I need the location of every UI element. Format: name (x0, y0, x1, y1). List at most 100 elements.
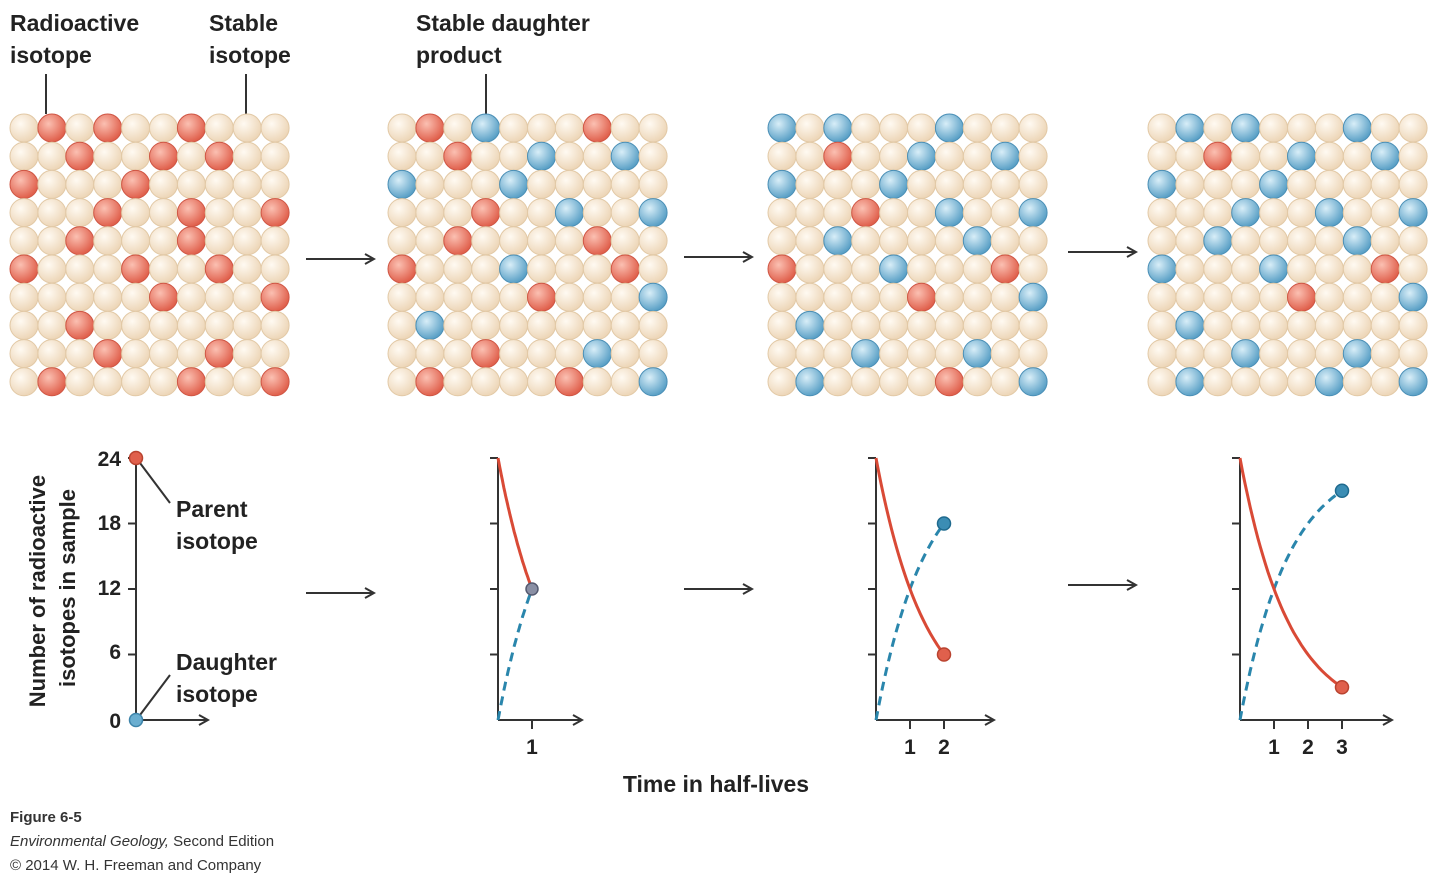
stable-isotope-sphere (387, 198, 417, 228)
stable-isotope-sphere (415, 282, 445, 312)
stable-isotope-sphere (1018, 141, 1048, 171)
radioactive-isotope-sphere (149, 282, 178, 312)
stable-isotope-sphere (1147, 367, 1177, 397)
stable-isotope-sphere (1175, 169, 1205, 199)
stable-isotope-sphere (527, 367, 556, 397)
x-tick-label: 1 (1268, 736, 1280, 759)
x-tick-label: 3 (1336, 736, 1348, 759)
stable-isotope-sphere (610, 282, 640, 312)
stable-isotope-sphere (260, 254, 290, 284)
stable-isotope-sphere (471, 169, 501, 199)
stable-isotope-sphere (823, 339, 853, 369)
daughter-product-sphere (1398, 198, 1428, 228)
stable-isotope-sphere (823, 254, 853, 284)
stable-isotope-sphere (1259, 226, 1289, 256)
radioactive-isotope-sphere (176, 226, 206, 256)
radioactive-isotope-sphere (934, 367, 964, 397)
stable-isotope-sphere (1398, 254, 1428, 284)
stable-isotope-sphere (471, 226, 501, 256)
stable-isotope-sphere (471, 254, 501, 284)
parent-point (128, 450, 144, 466)
stable-isotope-sphere (1018, 226, 1048, 256)
stable-isotope-sphere (232, 198, 262, 228)
stable-isotope-sphere (962, 169, 992, 199)
daughter-product-sphere (554, 198, 584, 228)
daughter-product-sphere (471, 113, 501, 143)
stable-isotope-sphere (638, 113, 668, 143)
daughter-product-sphere (415, 310, 445, 340)
daughter-product-sphere (499, 169, 529, 199)
y-tick-labels: 24 18 12 6 0 (98, 448, 122, 733)
stable-isotope-sphere (934, 310, 964, 340)
stable-isotope-sphere (1370, 282, 1400, 312)
stable-isotope-sphere (554, 254, 584, 284)
stable-isotope-sphere (582, 198, 612, 228)
caption-figure-number: Figure 6-5 (10, 809, 82, 826)
stable-isotope-sphere (990, 113, 1020, 143)
stable-isotope-sphere (1018, 310, 1048, 340)
stable-isotope-sphere (1314, 226, 1344, 256)
stable-isotope-sphere (638, 226, 668, 256)
radioactive-isotope-sphere (9, 169, 39, 199)
daughter-product-sphere (1314, 198, 1344, 228)
radioactive-isotope-sphere (121, 169, 151, 199)
daughter-product-sphere (1018, 282, 1048, 312)
stable-isotope-sphere (582, 310, 612, 340)
stable-isotope-sphere (1370, 198, 1400, 228)
radioactive-isotope-sphere (37, 113, 67, 143)
stable-isotope-sphere (823, 169, 853, 199)
stable-isotope-sphere (1203, 113, 1233, 143)
stable-isotope-sphere (1287, 113, 1316, 143)
stable-isotope-sphere (1370, 113, 1400, 143)
daughter-product-sphere (1342, 226, 1372, 256)
stable-isotope-sphere (204, 198, 234, 228)
stable-isotope-sphere (767, 198, 797, 228)
daughter-curve (1238, 489, 1343, 721)
daughter-product-sphere (1287, 141, 1316, 171)
daughter-product-sphere (1175, 113, 1205, 143)
stable-isotope-sphere (65, 198, 95, 228)
daughter-product-sphere (1231, 198, 1261, 228)
daughter-product-sphere (1342, 113, 1372, 143)
stable-isotope-sphere (93, 282, 123, 312)
stable-isotope-sphere (879, 113, 909, 143)
radioactive-isotope-sphere (527, 282, 556, 312)
stable-isotope-sphere (9, 339, 39, 369)
stable-isotope-sphere (962, 367, 992, 397)
radioactive-isotope-sphere (415, 367, 445, 397)
stable-isotope-sphere (1259, 198, 1289, 228)
stable-isotope-sphere (527, 169, 556, 199)
daughter-product-sphere (1018, 367, 1048, 397)
stable-isotope-sphere (37, 282, 67, 312)
stable-isotope-sphere (934, 226, 964, 256)
stable-isotope-sphere (121, 339, 151, 369)
stable-isotope-sphere (907, 367, 936, 397)
y-tick-label: 24 (98, 448, 122, 471)
radioactive-isotope-sphere (990, 254, 1020, 284)
x-tick-label: 1 (526, 736, 538, 759)
caption-copyright: © 2014 W. H. Freeman and Company (10, 857, 262, 874)
radioactive-isotope-sphere (387, 254, 417, 284)
daughter-product-sphere (879, 169, 909, 199)
stable-isotope-sphere (879, 339, 909, 369)
stable-isotope-sphere (962, 113, 992, 143)
daughter-product-sphere (851, 339, 881, 369)
stable-isotope-sphere (93, 141, 123, 171)
stable-isotope-sphere (1259, 141, 1289, 171)
daughter-product-sphere (934, 113, 964, 143)
stable-isotope-sphere (1287, 310, 1316, 340)
daughter-product-sphere (527, 141, 556, 171)
stable-isotope-sphere (9, 367, 39, 397)
daughter-product-sphere (638, 367, 668, 397)
stable-isotope-sphere (232, 141, 262, 171)
daughter-product-sphere (795, 310, 825, 340)
stable-isotope-sphere (121, 282, 151, 312)
daughter-product-sphere (1203, 226, 1233, 256)
stable-isotope-sphere (415, 254, 445, 284)
stable-isotope-sphere (990, 226, 1020, 256)
radioactive-isotope-sphere (443, 226, 473, 256)
stable-isotope-sphere (610, 169, 640, 199)
stable-isotope-sphere (176, 141, 206, 171)
stable-isotope-sphere (907, 169, 936, 199)
